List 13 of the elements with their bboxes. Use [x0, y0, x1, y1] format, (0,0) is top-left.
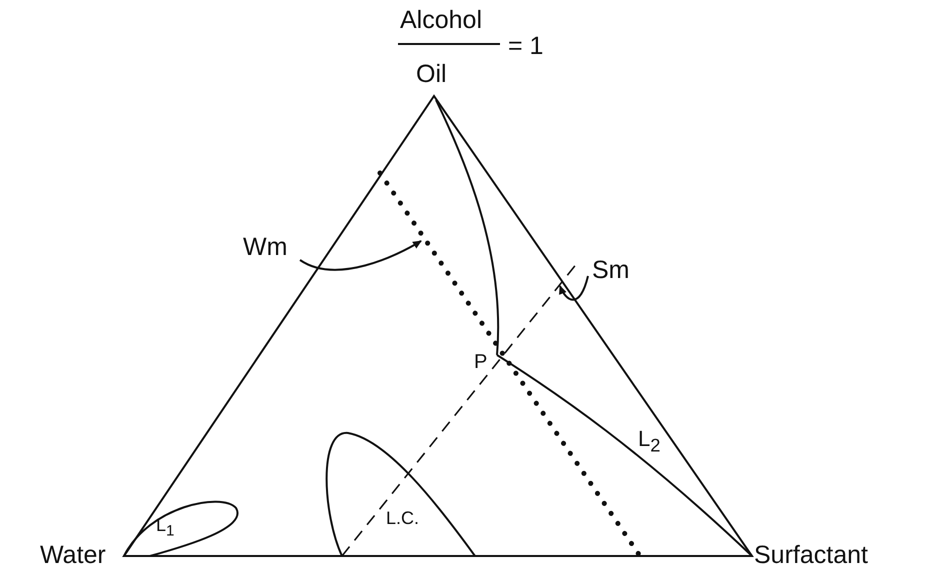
vertex-label: Oil: [416, 62, 447, 87]
region-label: Wm: [243, 233, 298, 261]
region-label: L.C.: [386, 509, 420, 527]
point-label: P: [474, 352, 488, 372]
region-label: Sm: [592, 256, 637, 284]
leader-line: [300, 240, 422, 271]
vertex-label: Surfactant: [754, 543, 868, 568]
fraction-numerator: Alcohol: [400, 8, 482, 33]
leader-line: [559, 276, 589, 301]
region-label: L$_{2}$: [638, 428, 660, 455]
phase-region: [124, 498, 240, 558]
equation-text: = 1: [508, 34, 544, 59]
vertex-label: Water: [40, 543, 106, 568]
